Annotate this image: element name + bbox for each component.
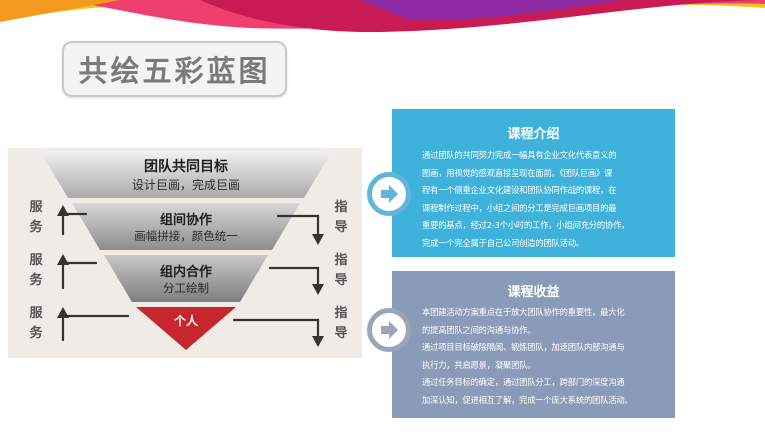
pyramid-layer-4 (136, 307, 236, 350)
course-benefit-card: 课程收益 本团建活动方案重点在于放大团队协作的重要性，最大化 的提高团队之间的沟… (392, 271, 675, 418)
course-intro-card: 课程介绍 通过团队的共同努力完成一幅具有企业文化代表意义的 图画，用视觉的感观直… (392, 109, 675, 257)
decorative-color-swoosh (0, 0, 765, 33)
layer-title-2: 组间协作 (159, 213, 212, 228)
layer-subtitle-3: 分工绘制 (163, 281, 209, 295)
course-benefit-body: 本团建活动方案重点在于放大团队协作的重要性，最大化 的提高团队之间的沟通与协作。… (422, 307, 633, 405)
right-arrow-3 (232, 318, 320, 340)
pyramid-graphic (40, 151, 332, 350)
right-arrow-1 (276, 214, 320, 238)
layer-subtitle-2: 画幅拼接，颜色统一 (134, 229, 238, 243)
course-benefit-title: 课程收益 (507, 285, 560, 300)
left-label-3: 服务 (29, 306, 43, 341)
pyramid-layer-1 (40, 151, 332, 198)
layer-title-4: 个人 (173, 314, 198, 328)
layer-title-1: 团队共同目标 (144, 159, 228, 175)
left-label-2: 服务 (29, 253, 43, 288)
arrow-connector-2 (367, 308, 411, 352)
arrow-right-icon (381, 321, 398, 339)
pyramid-diagram: 团队共同目标 设计巨画，完成巨画 组间协作 画幅拼接，颜色统一 组内合作 分工绘… (8, 148, 362, 358)
left-arrow-2 (61, 261, 98, 290)
right-label-1: 指导 (334, 200, 348, 235)
page-title: 共绘五彩蓝图 (78, 54, 271, 88)
pyramid-layer-2 (72, 203, 300, 250)
course-intro-body: 通过团队的共同努力完成一幅具有企业文化代表意义的 图画，用视觉的感观直接呈现在面… (422, 150, 630, 248)
arrow-right-icon (381, 185, 398, 203)
left-label-1: 服务 (29, 200, 43, 235)
title-box: 共绘五彩蓝图 (62, 41, 287, 97)
right-arrow-2 (268, 266, 320, 288)
arrow-connector-1 (367, 172, 411, 216)
pyramid-layer-3 (104, 255, 268, 302)
layer-subtitle-1: 设计巨画，完成巨画 (131, 178, 240, 192)
course-intro-title: 课程介绍 (507, 127, 560, 142)
right-label-3: 指导 (334, 306, 348, 341)
layer-title-3: 组内合作 (159, 265, 212, 280)
right-label-2: 指导 (334, 253, 348, 288)
